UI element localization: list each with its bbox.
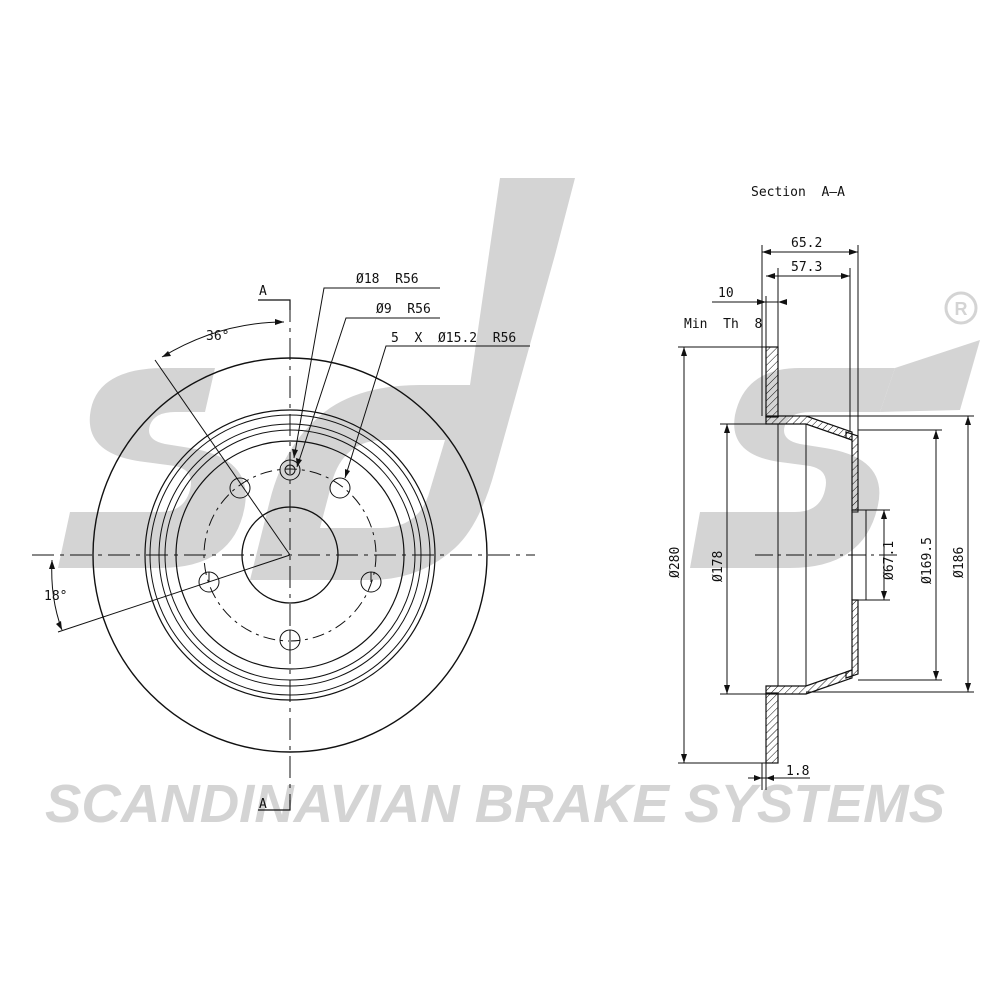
angle-36-label: 36° [206,329,229,344]
callout-leader-small-hole [296,317,440,468]
section-marker-top: A [259,284,267,299]
dim-offset: 1.8 [786,764,809,779]
angle-36-radial [154,359,291,556]
dim-hat-outer-diameter: Ø178 [711,551,726,582]
bolt-hole [229,477,251,499]
dim-hat-diameter: Ø186 [952,547,967,578]
dim-disc-thickness: 10 [718,286,734,301]
bolt-hole [329,477,351,499]
callout-small-hole: Ø9 R56 [376,302,431,317]
company-name-watermark: SCANDINAVIAN BRAKE SYSTEMS [45,774,945,834]
angle-18-label: 18° [44,589,67,604]
section-view [678,245,974,790]
angle-36-arc [161,321,285,358]
callout-leader-center-hole [293,287,440,459]
dim-center-bore: Ø67.1 [882,541,897,580]
angle-18-radial [57,554,291,633]
callout-leader-bolt-holes [344,345,530,479]
callout-bolt-holes: 5 X Ø15.2 R56 [391,331,516,346]
sbs-watermark-logo [58,178,980,580]
section-marker-bottom: A [259,797,267,812]
svg-text:R: R [955,299,968,319]
registered-mark: R [944,291,978,325]
section-marker-top-line [258,299,291,310]
section-title: Section A–A [751,185,845,200]
dim-hat-height: 57.3 [791,260,822,275]
front-view [32,287,535,811]
section-marker-bottom-line [258,800,291,811]
callout-center-hole: Ø18 R56 [356,272,419,287]
dim-hub-face-diameter: Ø169.5 [920,537,935,584]
min-thickness-label: Min Th 8 [684,317,762,332]
dim-overall-height: 65.2 [791,236,822,251]
dim-outer-diameter: Ø280 [668,547,683,578]
